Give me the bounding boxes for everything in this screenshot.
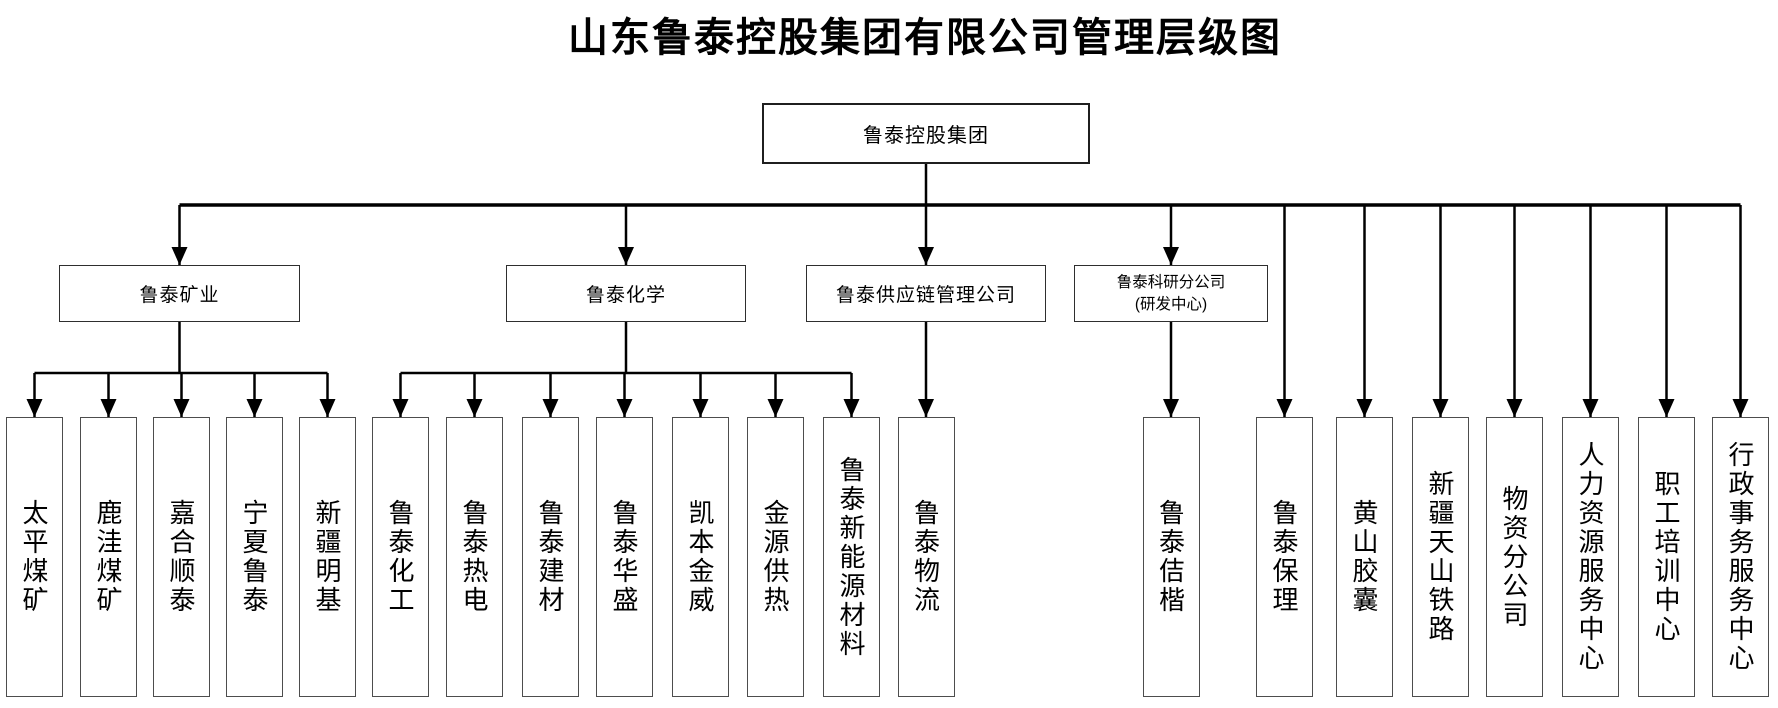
- org-node-huangshan-jiaonang: 黄山胶囊: [1336, 417, 1393, 697]
- org-node-luwa-coal: 鹿洼煤矿: [80, 417, 137, 697]
- org-node-jinyuan-gongre: 金源供热: [747, 417, 804, 697]
- org-node-lutai-huagong: 鲁泰化工: [372, 417, 429, 697]
- org-node-xinjiang-mingji: 新疆明基: [299, 417, 356, 697]
- org-node-kaiben-jinwei: 凯本金威: [672, 417, 729, 697]
- org-node-wuzi-branch: 物资分公司: [1486, 417, 1543, 697]
- org-node-staff-training-center: 职工培训中心: [1638, 417, 1695, 697]
- org-node-xinjiang-tianshan-railway: 新疆天山铁路: [1412, 417, 1469, 697]
- org-node-research: 鲁泰科研分公司 (研发中心): [1074, 265, 1268, 322]
- org-node-taiping-coal: 太平煤矿: [6, 417, 63, 697]
- org-node-supply-chain: 鲁泰供应链管理公司: [806, 265, 1046, 322]
- org-node-jiahe-shuntai: 嘉合顺泰: [153, 417, 210, 697]
- org-node-mining: 鲁泰矿业: [59, 265, 300, 322]
- org-node-lutai-baoli: 鲁泰保理: [1256, 417, 1313, 697]
- org-node-lutai-redian: 鲁泰热电: [446, 417, 503, 697]
- org-node-lutai-new-energy: 鲁泰新能源材料: [823, 417, 880, 697]
- org-node-hr-service-center: 人力资源服务中心: [1562, 417, 1619, 697]
- org-node-admin-affairs-center: 行政事务服务中心: [1712, 417, 1769, 697]
- org-node-lutai-wuliu: 鲁泰物流: [897, 417, 955, 697]
- org-node-lutai-jijie: 鲁泰佶楷: [1142, 417, 1200, 697]
- org-node-lutai-huasheng: 鲁泰华盛: [596, 417, 653, 697]
- org-node-root: 鲁泰控股集团: [762, 103, 1090, 164]
- org-node-chemical: 鲁泰化学: [506, 265, 746, 322]
- org-node-lutai-jiancai: 鲁泰建材: [522, 417, 579, 697]
- org-node-ningxia-lutai: 宁夏鲁泰: [226, 417, 283, 697]
